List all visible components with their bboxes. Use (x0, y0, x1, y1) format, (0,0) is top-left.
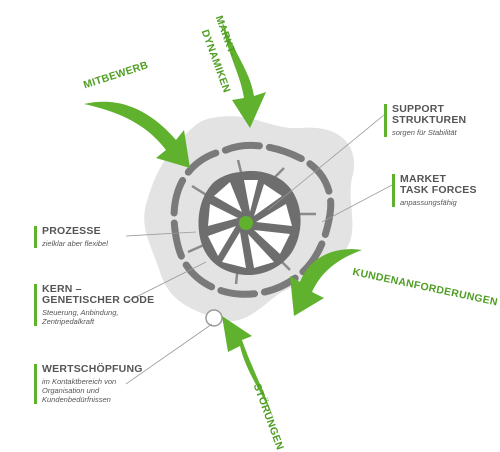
label-bar (34, 364, 37, 404)
label-title: MARKET (400, 173, 447, 185)
label-title: SUPPORT (392, 103, 445, 115)
label-bar (34, 226, 37, 248)
force-arrows (84, 20, 362, 420)
arrow-stoerungen (222, 316, 274, 420)
label-bar (384, 104, 387, 137)
label-subtitle: im Kontaktbereich von (42, 377, 117, 386)
label-kern: KERN – GENETISCHER CODE Steuerung, Anbin… (34, 284, 154, 326)
label-subtitle: anpassungsfähig (400, 198, 457, 207)
label-bar (34, 284, 37, 326)
arrow-mitbewerb (84, 101, 190, 168)
label-title: TASK FORCES (400, 184, 477, 196)
label-title: GENETISCHER CODE (42, 294, 155, 306)
leader-lines (125, 114, 393, 385)
wheel-segments (208, 180, 292, 268)
label-wertschoepfung: WERTSCHÖPFUNG im Kontaktbereich von Orga… (34, 364, 143, 404)
contact-circle (205, 309, 223, 327)
label-bar (392, 174, 395, 207)
label-title: STRUKTUREN (392, 114, 467, 126)
label-title: PROZESSE (42, 225, 101, 237)
label-subtitle: Steuerung, Anbindung, (42, 308, 119, 317)
label-subtitle: Kundenbedürfnissen (42, 395, 111, 404)
label-support-strukturen: SUPPORT STRUKTUREN sorgen für Stabilität (384, 104, 466, 137)
label-subtitle: Organisation und (42, 386, 100, 395)
label-prozesse: PROZESSE zielklar aber flexibel (34, 226, 108, 248)
label-subtitle: zielklar aber flexibel (42, 239, 108, 248)
label-subtitle: Zentripedalkraft (42, 317, 95, 326)
label-title: KERN – (42, 283, 82, 295)
label-subtitle: sorgen für Stabilität (392, 128, 457, 137)
label-title: WERTSCHÖPFUNG (42, 363, 143, 375)
core-dot (239, 216, 253, 230)
arrow-kundenanforderungen (290, 249, 362, 316)
outer-ring (170, 141, 335, 298)
arrow-marktdynamiken (222, 20, 266, 128)
label-market-task-forces: MARKET TASK FORCES anpassungsfähig (392, 174, 477, 207)
